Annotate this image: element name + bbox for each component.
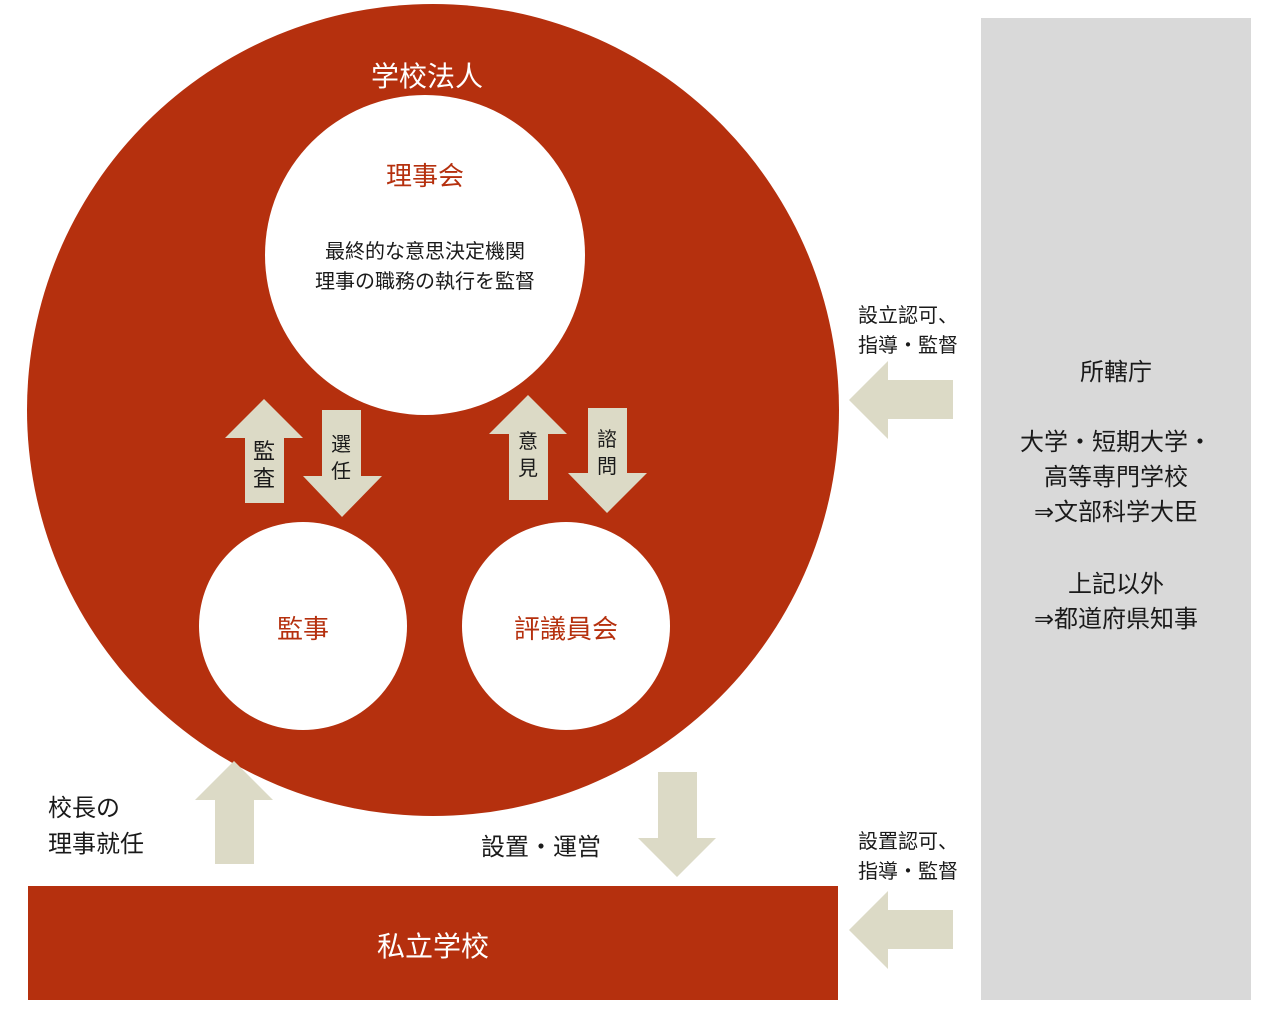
agency-group2-line2: ⇒都道府県知事 <box>1034 605 1198 633</box>
agency-group1-line2: 高等専門学校 <box>1044 463 1188 491</box>
agency-group1-line3: ⇒文部科学大臣 <box>1034 498 1198 526</box>
authority-upper-line1: 設立認可、 <box>858 303 958 327</box>
board-title: 理事会 <box>386 162 464 192</box>
agency-panel <box>981 18 1251 1000</box>
authority-lower-line2: 指導・監督 <box>858 859 958 883</box>
agency-title: 所轄庁 <box>1080 358 1152 386</box>
agency-group1-line1: 大学・短期大学・ <box>1020 428 1212 456</box>
principal-line1: 校長の <box>48 794 120 822</box>
audit-arrow <box>225 399 303 503</box>
school-title: 私立学校 <box>377 930 489 963</box>
opinion-arrow <box>489 395 567 500</box>
consult-arrow <box>568 408 647 513</box>
agency-group2-line1: 上記以外 <box>1068 570 1164 598</box>
opinion-label-2: 見 <box>518 456 538 480</box>
authority-upper-line2: 指導・監督 <box>858 333 958 357</box>
board-line2: 理事の職務の執行を監督 <box>315 269 535 293</box>
authority-lower-arrow <box>849 891 953 969</box>
auditor-title: 監事 <box>277 615 329 645</box>
consult-label-2: 問 <box>597 454 617 478</box>
board-circle <box>265 95 585 415</box>
council-title: 評議員会 <box>514 615 618 645</box>
authority-lower-line1: 設置認可、 <box>858 829 958 853</box>
council-circle <box>462 522 670 730</box>
opinion-label-1: 意 <box>518 429 538 453</box>
principal-arrow <box>195 761 273 864</box>
establish-arrow <box>638 772 716 877</box>
select-label-2: 任 <box>331 459 351 483</box>
authority-upper-arrow <box>849 361 953 439</box>
audit-label-2: 査 <box>253 467 275 492</box>
audit-label-1: 監 <box>253 440 275 465</box>
establish-label: 設置・運営 <box>481 833 601 861</box>
consult-label-1: 諮 <box>597 427 617 451</box>
select-arrow <box>303 410 382 517</box>
board-line1: 最終的な意思決定機関 <box>325 239 525 263</box>
principal-line2: 理事就任 <box>48 830 144 858</box>
school-bar <box>28 886 838 1000</box>
select-label-1: 選 <box>331 432 351 456</box>
auditor-circle <box>199 522 407 730</box>
corporation-title: 学校法人 <box>371 60 483 93</box>
